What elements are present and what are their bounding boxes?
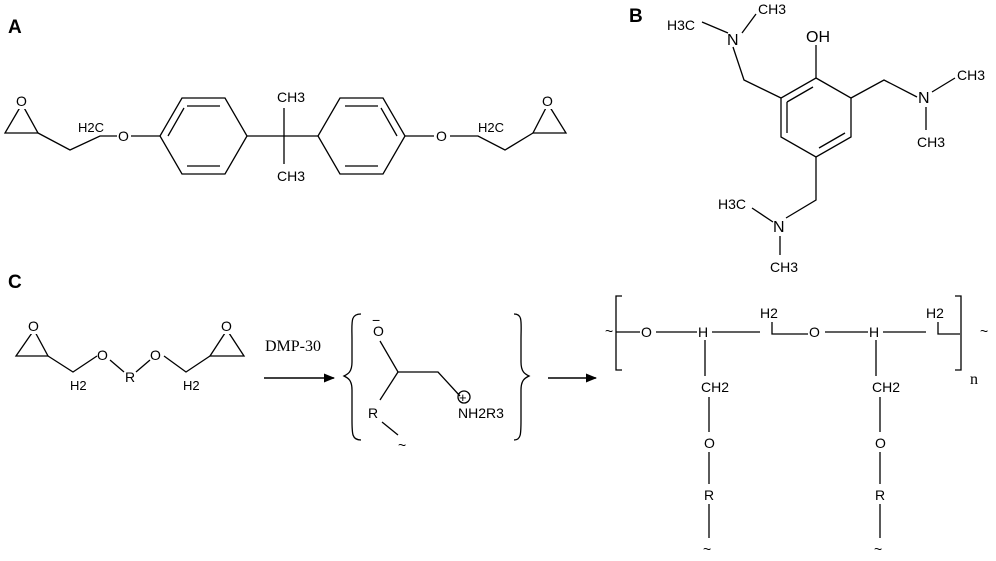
chain-oxygen-c-1: O xyxy=(97,347,108,363)
benzene-ring-dmp30 xyxy=(780,77,852,158)
side-tilde-1: ~ xyxy=(703,541,711,557)
ch2-label-left: H2C xyxy=(78,120,104,135)
tilde-polymer-left: ~ xyxy=(605,323,613,339)
methyl-bottom-label-b: CH3 xyxy=(770,259,798,275)
backbone-oxygen-2: O xyxy=(809,324,820,340)
amine-n-left: N xyxy=(727,32,739,49)
bond-intermediate-chain xyxy=(379,340,461,397)
bracket-left xyxy=(615,295,622,371)
bond-chain-right xyxy=(450,132,534,151)
methyl-left-label-b: CH3 xyxy=(758,1,786,17)
bond-left-ch2-n xyxy=(732,46,782,99)
backbone-h2-2: H2 xyxy=(926,305,944,321)
ether-oxygen-right: O xyxy=(436,128,447,144)
alkoxide-oxygen: O xyxy=(373,323,384,339)
backbone-h-1: H xyxy=(698,324,708,340)
epoxide-ring-c-left xyxy=(14,328,50,357)
methyl-bottom-label: CH3 xyxy=(277,168,305,184)
panel-label-b: B xyxy=(629,6,643,27)
epoxide-oxygen-right: O xyxy=(542,93,553,109)
backbone-oxygen-1: O xyxy=(641,324,652,340)
bond-bottom-ch2-n xyxy=(785,157,817,219)
hydroxyl-label: OH xyxy=(806,29,830,46)
benzene-double-bonds-dmp30 xyxy=(786,86,846,149)
bond-c-left-ch2 xyxy=(47,355,98,373)
epoxide-oxygen-c-right: O xyxy=(221,318,232,334)
ch2-label-right: H2C xyxy=(478,120,504,135)
amine-n-right: N xyxy=(918,90,930,107)
catalyst-label: DMP-30 xyxy=(265,338,321,355)
side-ch2-1: CH2 xyxy=(701,379,729,395)
bond-backbone-4 xyxy=(771,322,808,335)
side-oxygen-2: O xyxy=(875,435,886,451)
bond-right-n-methyls xyxy=(925,77,956,130)
ammonium-label: NH2R3 xyxy=(458,405,504,421)
side-r-2: R xyxy=(875,487,885,503)
panel-label-c: C xyxy=(8,272,22,293)
benzene-ring-left xyxy=(159,97,248,175)
backbone-h2-1: H2 xyxy=(760,305,778,321)
bond-chain-left xyxy=(37,132,117,151)
r-group-intermediate: R xyxy=(368,405,378,421)
bond-c-r-o xyxy=(135,359,151,373)
h2-label-c-left: H2 xyxy=(70,378,87,393)
left-brace xyxy=(342,313,362,441)
bond-left-n-methyls xyxy=(701,13,757,34)
methyl-right-label-b: CH3 xyxy=(917,134,945,150)
panel-a-dgeba-structure: O H2C O CH3 CH3 O H2C O xyxy=(3,89,568,184)
panel-label-a: A xyxy=(8,17,22,38)
ether-oxygen-left: O xyxy=(118,128,129,144)
tilde-intermediate: ~ xyxy=(398,437,406,453)
repeat-unit-n: n xyxy=(970,371,978,388)
epoxide-oxygen-left: O xyxy=(16,93,27,109)
side-tilde-2: ~ xyxy=(874,541,882,557)
side-oxygen-1: O xyxy=(704,435,715,451)
bond-backbone-7 xyxy=(937,322,960,335)
panel-c-polyether-product: ~ n ~ O H H2 O H H2 CH2 O R ~ CH2 O R xyxy=(605,295,988,557)
backbone-h-2: H xyxy=(869,324,879,340)
methyl-bottom-label-a: H3C xyxy=(718,196,746,212)
benzene-double-bonds-right xyxy=(345,105,398,167)
methyl-right-label-a: CH3 xyxy=(957,67,985,83)
epoxide-ring-c-right xyxy=(208,328,246,357)
right-brace xyxy=(513,313,531,441)
side-ch2-2: CH2 xyxy=(872,379,900,395)
panel-c-diepoxide-reactant: O H2 O R O H2 O xyxy=(14,318,246,393)
bond-bottom-n-methyls xyxy=(751,207,781,255)
bond-c-right-ch2 xyxy=(163,355,211,373)
benzene-double-bonds-left xyxy=(167,105,220,167)
panel-b-dmp30-structure: OH N H3C CH3 N CH3 CH3 N H3C CH3 xyxy=(667,1,985,275)
chain-oxygen-c-2: O xyxy=(150,347,161,363)
epoxide-ring-right xyxy=(531,102,568,134)
bracket-right xyxy=(955,295,962,371)
r-group-c: R xyxy=(125,369,135,385)
methyl-top-label: CH3 xyxy=(277,89,305,105)
side-r-1: R xyxy=(704,487,714,503)
epoxide-ring-left xyxy=(3,102,40,134)
bond-right-ch2-n xyxy=(850,79,918,99)
benzene-ring-right xyxy=(317,97,406,175)
bond-intermediate-tail xyxy=(381,421,399,436)
bond-c-o-r xyxy=(109,359,125,373)
amine-n-bottom: N xyxy=(773,219,785,236)
h2-label-c-right: H2 xyxy=(183,378,200,393)
tilde-polymer-right: ~ xyxy=(980,323,988,339)
positive-charge: + xyxy=(459,390,467,405)
epoxide-oxygen-c-left: O xyxy=(28,318,39,334)
positive-charge-circle xyxy=(457,390,471,404)
bond-intermediate-r xyxy=(379,371,399,401)
panel-c-intermediate: O − R ~ + NH2R3 xyxy=(342,312,531,453)
methyl-left-label-a: H3C xyxy=(667,17,695,33)
alkoxide-negative-charge: − xyxy=(372,312,380,328)
